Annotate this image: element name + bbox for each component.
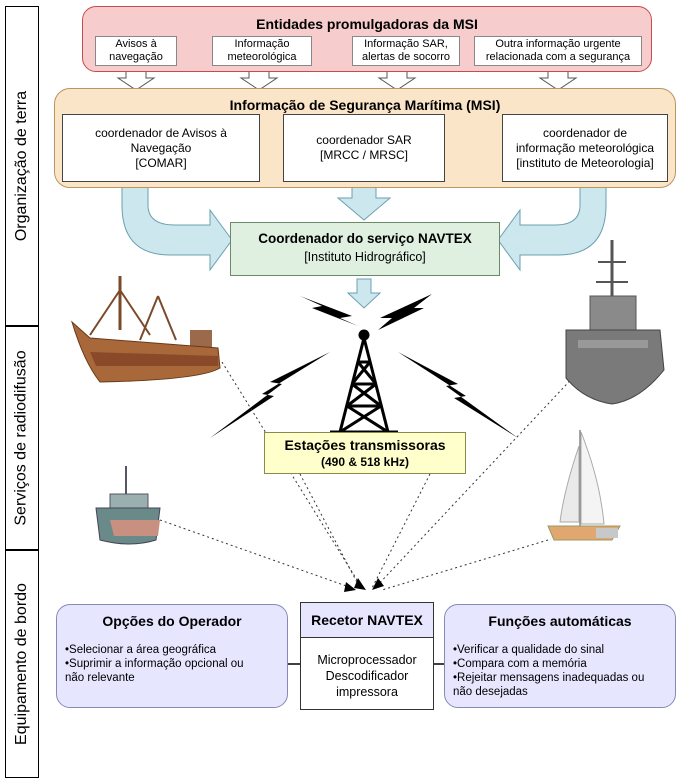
lightning-icon-right bbox=[398, 352, 518, 438]
curved-arrow-left bbox=[121, 182, 233, 272]
coord-meteo-line1: coordenador de bbox=[542, 125, 628, 140]
funcoes-bullet-1: •Verificar a qualidade do sinal bbox=[453, 644, 605, 656]
coord-comar-line3: [COMAR] bbox=[135, 155, 187, 170]
coord-comar-line2: Navegação bbox=[130, 140, 192, 155]
navtex-coordinator-box: Coordenador do serviço NAVTEX [Instituto… bbox=[230, 222, 500, 276]
funcoes-bullet-3: •Rejeitar mensagens inadequadas ou bbox=[453, 672, 645, 684]
coord-sar: coordenador SAR [MRCC / MRSC] bbox=[283, 114, 445, 182]
entidades-item-meteo: Informação meteorológica bbox=[212, 36, 312, 66]
tower-icon bbox=[330, 329, 398, 434]
operador-bullet-3: não relevante bbox=[65, 672, 135, 684]
coord-sar-line1: coordenador SAR bbox=[316, 133, 412, 147]
sailboat-icon bbox=[547, 430, 621, 541]
down-arrow-1 bbox=[116, 69, 156, 91]
operador-bullet-2: •Suprimir a informação opcional ou bbox=[65, 658, 244, 670]
recetor-line-1: Microprocessador bbox=[317, 653, 417, 667]
recetor-title: Recetor NAVTEX bbox=[311, 612, 423, 628]
down-arrow-center bbox=[336, 182, 392, 221]
funcoes-bullet-4: não desejadas bbox=[453, 686, 528, 698]
side-label-radio: Serviços de radiodifusão bbox=[5, 326, 39, 550]
coord-arrows bbox=[121, 182, 607, 309]
funcoes-bullet-2: •Compara com a memória bbox=[453, 658, 587, 670]
signal-dotted-lines bbox=[159, 361, 581, 591]
estacoes-subtitle: (490 & 518 kHz) bbox=[320, 455, 410, 469]
recetor-header: Recetor NAVTEX bbox=[301, 603, 433, 638]
operador-box: Opções do Operador •Selecionar a área ge… bbox=[56, 604, 288, 708]
navtex-coordinator-subtitle: [Instituto Hidrográfico] bbox=[304, 250, 426, 264]
coord-meteo-line3: [instituto de Meteorologia] bbox=[516, 155, 654, 170]
dotted-arrowheads bbox=[344, 578, 384, 592]
cargo-ship-icon bbox=[71, 276, 221, 383]
curved-arrow-right bbox=[497, 182, 607, 272]
down-arrow-2 bbox=[239, 69, 279, 91]
entidades-item-avisos-text: Avisos à navegação bbox=[109, 38, 163, 63]
operador-title: Opções do Operador bbox=[102, 613, 242, 629]
coord-meteo-line2: informação meteorológica bbox=[515, 140, 655, 155]
recetor-line-3: impressora bbox=[336, 685, 398, 699]
warship-icon bbox=[565, 240, 665, 405]
down-arrow-navtex bbox=[346, 278, 382, 309]
fishing-boat-icon bbox=[95, 466, 161, 545]
funcoes-box: Funções automáticas •Verificar a qualida… bbox=[444, 604, 676, 708]
down-arrow-3 bbox=[377, 69, 417, 91]
entidades-item-sar-text: Informação SAR, alertas de socorro bbox=[361, 38, 451, 63]
funcoes-title: Funções automáticas bbox=[488, 613, 632, 629]
coord-comar: coordenador de Avisos à Navegação [COMAR… bbox=[62, 114, 260, 182]
entidades-item-sar: Informação SAR, alertas de socorro bbox=[352, 36, 460, 66]
side-label-terra: Organização de terra bbox=[5, 6, 39, 326]
coord-meteo: coordenador de informação meteorológica … bbox=[502, 114, 668, 182]
estacoes-title: Estações transmissoras bbox=[284, 437, 446, 453]
entidades-arrows bbox=[116, 69, 578, 91]
recetor-box: Recetor NAVTEX Microprocessador Descodif… bbox=[300, 602, 434, 710]
entidades-item-outra: Outra informação urgente relacionada com… bbox=[474, 36, 642, 66]
entidades-item-meteo-text: Informação meteorológica bbox=[227, 38, 297, 63]
lightning-icon-top-left bbox=[300, 296, 358, 326]
operador-bullet-1: •Selecionar a área geográfica bbox=[65, 644, 217, 656]
entidades-title: Entidades promulgadoras da MSI bbox=[256, 16, 478, 32]
navtex-coordinator-title: Coordenador do serviço NAVTEX bbox=[258, 231, 472, 246]
entidades-item-avisos: Avisos à navegação bbox=[95, 36, 177, 66]
lightning-icon-top-right bbox=[378, 294, 432, 330]
side-label-bordo: Equipamento de bordo bbox=[5, 550, 39, 778]
coord-comar-line1: coordenador de Avisos à bbox=[95, 125, 227, 140]
down-arrow-4 bbox=[538, 69, 578, 91]
coord-sar-line2: [MRCC / MRSC] bbox=[319, 148, 408, 162]
lightning-icon-left bbox=[210, 352, 330, 438]
msi-title: Informação de Segurança Marítima (MSI) bbox=[229, 97, 501, 113]
lightning-bolts bbox=[210, 294, 518, 438]
recetor-line-2: Descodificador bbox=[325, 669, 409, 683]
estacoes-box: Estações transmissoras (490 & 518 kHz) bbox=[264, 432, 466, 474]
entidades-item-outra-text: Outra informação urgente relacionada com… bbox=[485, 38, 631, 63]
